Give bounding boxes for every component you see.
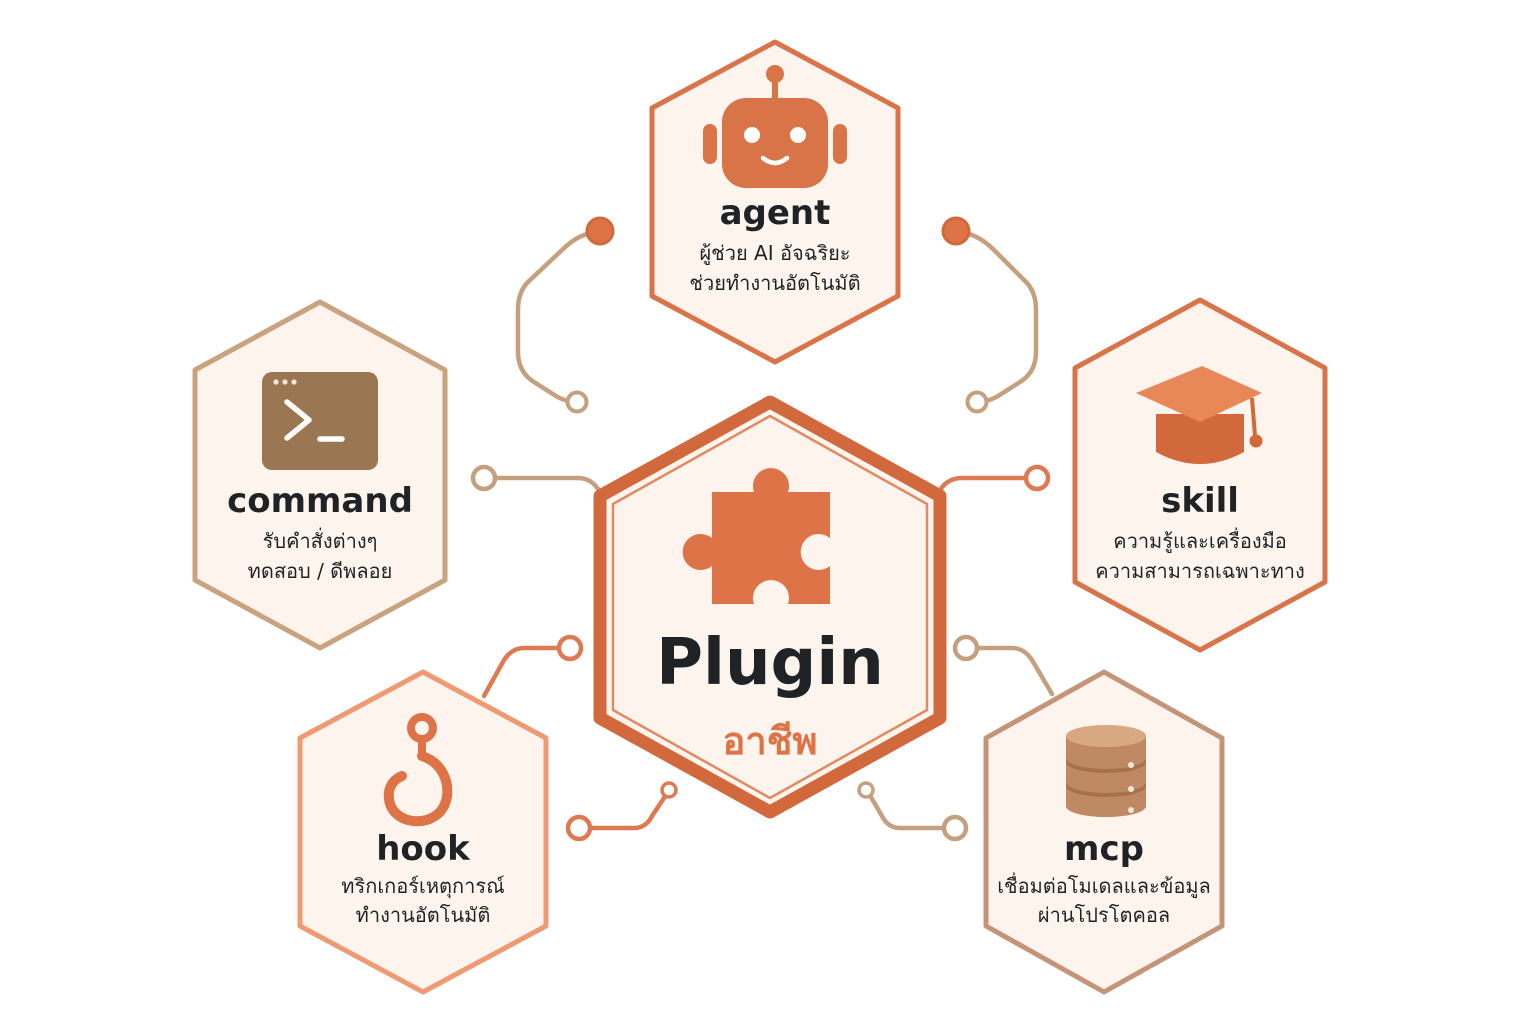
node-skill: skill ความรู้และเครื่องมือ ความสามารถเฉพ…	[1072, 297, 1328, 653]
puzzle-piece-icon	[682, 468, 830, 604]
connectors	[470, 216, 1055, 842]
skill-desc-line1: ความรู้และเครื่องมือ	[1113, 527, 1287, 554]
hook-desc-line1: ทริกเกอร์เหตุการณ์	[341, 874, 504, 899]
skill-hexagon	[1072, 297, 1328, 653]
hook-icon	[383, 713, 453, 827]
center-title: Plugin	[656, 626, 884, 700]
connector-agent-left	[515, 216, 615, 414]
mcp-title: mcp	[1064, 829, 1144, 869]
mcp-desc-line1: เชื่อมต่อโมเดลและข้อมูล	[997, 872, 1211, 899]
connector-mcp-lower	[857, 781, 969, 842]
agent-title: agent	[720, 193, 831, 233]
mcp-desc-line2: ผ่านโปรโตคอล	[1038, 903, 1170, 927]
skill-desc-line2: ความสามารถเฉพาะทาง	[1095, 559, 1305, 583]
connector-hook-upper	[481, 634, 584, 699]
connector-command	[470, 464, 609, 505]
robot-icon	[703, 65, 847, 188]
agent-desc-line1: ผู้ช่วย AI อัจฉริยะ	[699, 241, 850, 266]
center-hexagon-inner	[611, 414, 929, 800]
center-hexagon-outer	[593, 395, 947, 819]
agent-desc-line2: ช่วยทำงานอัตโนมัติ	[689, 271, 860, 295]
connector-hook-lower	[565, 781, 678, 842]
agent-hexagon	[649, 39, 901, 365]
database-icon	[1066, 725, 1146, 817]
node-command: command รับคำสั่งต่างๆ ทดสอบ / ดีพลอย	[192, 299, 448, 651]
command-hexagon	[192, 299, 448, 651]
hook-desc-line2: ทำงานอัตโนมัติ	[356, 903, 491, 927]
node-mcp: mcp เชื่อมต่อโมเดลและข้อมูล ผ่านโปรโตคอล	[983, 669, 1225, 995]
node-hook: hook ทริกเกอร์เหตุการณ์ ทำงานอัตโนมัติ	[297, 669, 549, 995]
terminal-icon	[262, 372, 378, 470]
graduation-cap-icon	[1136, 366, 1263, 464]
skill-title: skill	[1161, 481, 1239, 521]
command-desc-line1: รับคำสั่งต่างๆ	[263, 527, 378, 553]
node-agent: agent ผู้ช่วย AI อัจฉริยะ ช่วยทำงานอัตโน…	[649, 39, 901, 365]
connector-agent-right	[941, 216, 1039, 414]
connector-mcp-upper	[952, 634, 1055, 697]
command-desc-line2: ทดสอบ / ดีพลอย	[248, 559, 393, 583]
center-subtitle: อาชีพ	[723, 719, 818, 763]
mcp-hexagon	[983, 669, 1225, 995]
connector-skill	[929, 464, 1051, 503]
hook-hexagon	[297, 669, 549, 995]
center-hub: Plugin อาชีพ	[593, 395, 947, 819]
command-title: command	[227, 481, 413, 521]
hook-title: hook	[376, 829, 471, 869]
